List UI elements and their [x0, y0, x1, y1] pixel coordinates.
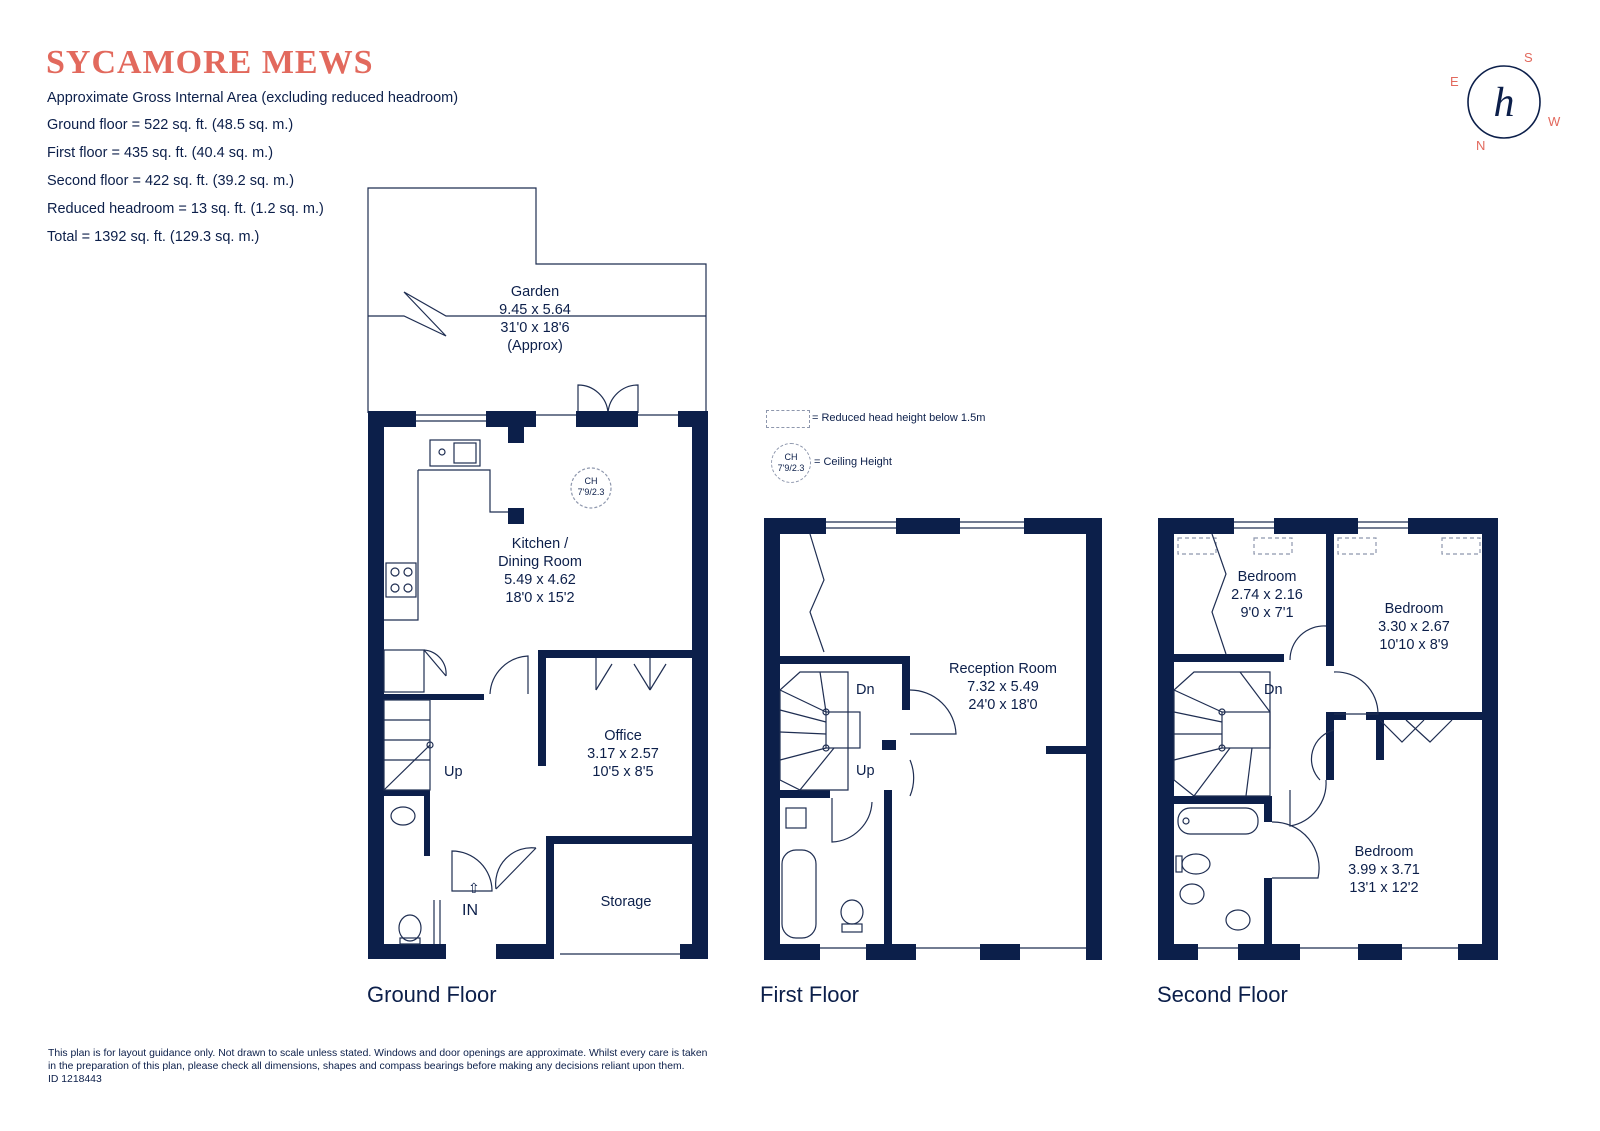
stairs-up-first: Up	[856, 763, 875, 779]
area-second: Second floor = 422 sq. ft. (39.2 sq. m.)	[47, 173, 295, 189]
property-title: SYCAMORE MEWS	[46, 44, 374, 81]
logo-letter: h	[1494, 80, 1515, 126]
compass-n: N	[1476, 138, 1486, 153]
compass-w: W	[1548, 114, 1561, 129]
compass-icon: h	[1467, 65, 1541, 139]
area-reduced: Reduced headroom = 13 sq. ft. (1.2 sq. m…	[47, 201, 324, 217]
floor-title-ground: Ground Floor	[367, 982, 497, 1007]
area-first: First floor = 435 sq. ft. (40.4 sq. m.)	[47, 145, 274, 161]
floor-title-first: First Floor	[760, 982, 859, 1007]
legend-reduced-swatch	[766, 410, 810, 428]
disclaimer: This plan is for layout guidance only. N…	[48, 1048, 708, 1085]
floor-title-second: Second Floor	[1157, 982, 1288, 1007]
garden-outline	[367, 187, 707, 413]
stairs-dn-first: Dn	[856, 682, 875, 698]
area-ground: Ground floor = 522 sq. ft. (48.5 sq. m.)	[47, 117, 294, 133]
first-floor-walls	[764, 518, 1102, 960]
area-total: Total = 1392 sq. ft. (129.3 sq. m.)	[47, 229, 260, 245]
garden-break	[368, 291, 706, 337]
legend-ceiling-text: = Ceiling Height	[814, 456, 892, 468]
compass-s: S	[1524, 50, 1533, 65]
entrance-label: IN	[462, 902, 478, 919]
area-note: Approximate Gross Internal Area (excludi…	[47, 90, 459, 106]
stairs-dn-second: Dn	[1264, 682, 1283, 698]
stairs-up-ground: Up	[444, 764, 463, 780]
legend-reduced-text: = Reduced head height below 1.5m	[812, 412, 986, 424]
ground-floor-walls	[368, 411, 708, 959]
second-floor-walls	[1158, 518, 1498, 960]
entrance-arrow-icon: ⇧	[468, 880, 480, 896]
compass-e: E	[1450, 74, 1459, 89]
compass-logo: h S E W N	[1450, 50, 1562, 156]
room-storage: Storage	[600, 894, 652, 910]
